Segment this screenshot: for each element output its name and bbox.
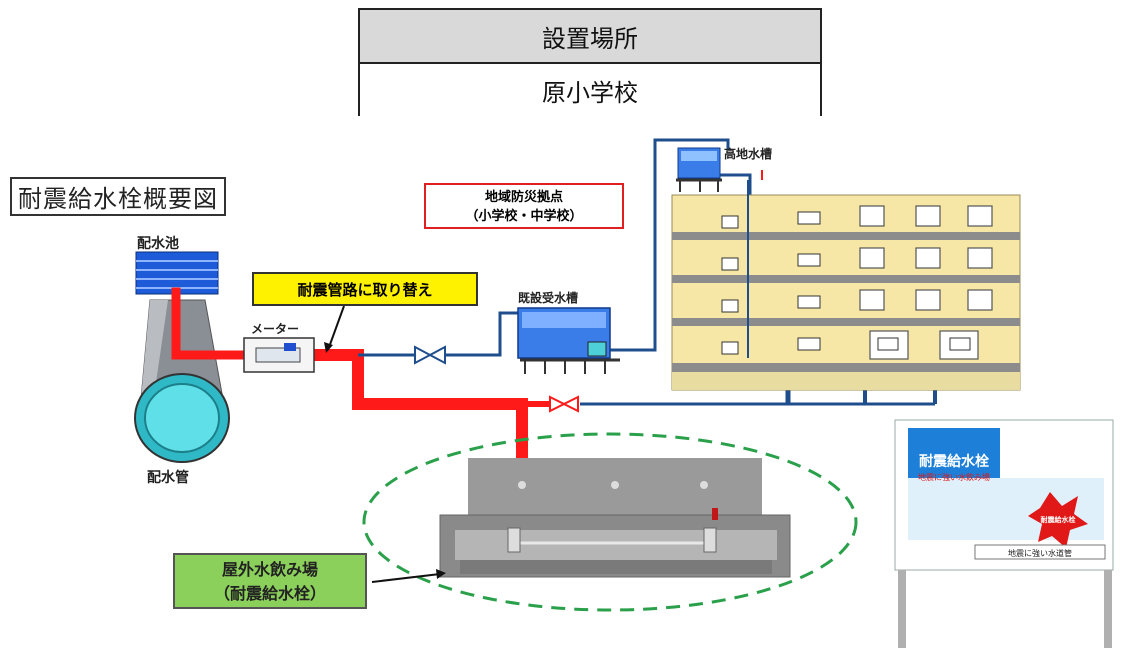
fountain-highlight-ellipse — [362, 432, 858, 612]
fountain-arrow — [371, 573, 441, 583]
sign-board — [894, 419, 1114, 648]
sign-badge: 耐震給水栓 — [1041, 515, 1076, 524]
fountain-line1: 屋外水飲み場 — [221, 560, 318, 579]
drinking-fountain-icon — [439, 458, 791, 578]
replace-pipe-label: 耐震管路に取り替え — [252, 272, 478, 306]
location-value: 原小学校 — [360, 64, 820, 116]
outdoor-fountain-label: 屋外水飲み場 （耐震給水栓） — [173, 553, 367, 609]
red-valve-icon — [549, 395, 579, 413]
sign-footer: 地震に強い水道管 — [1008, 548, 1072, 558]
receiving-tank-icon — [517, 307, 620, 374]
disaster-base-line1: 地域防災拠点 — [484, 190, 563, 205]
elevated-tank-icon — [676, 147, 763, 192]
school-building — [671, 180, 1021, 391]
sign-title: 耐震給水栓 — [919, 453, 989, 470]
reservoir-label: 配水池 — [137, 235, 179, 252]
pipe-label: 配水管 — [147, 469, 189, 486]
blue-valve-icon — [414, 345, 446, 365]
location-table: 設置場所 原小学校 — [358, 8, 822, 116]
seismic-pipe — [171, 287, 553, 461]
location-header: 設置場所 — [360, 10, 820, 64]
meter-icon — [243, 337, 315, 373]
reservoir-icon — [135, 251, 219, 295]
meter-label: メーター — [251, 322, 299, 336]
distribution-pipe-icon — [134, 299, 230, 463]
replace-arrow — [327, 305, 345, 351]
receiving-tank-label: 既設受水槽 — [518, 290, 578, 305]
disaster-base-label: 地域防災拠点 （小学校・中学校） — [424, 183, 624, 229]
fountain-line2: （耐震給水栓） — [213, 584, 326, 603]
elevated-tank-label: 高地水槽 — [724, 146, 772, 161]
diagram-title: 耐震給水栓概要図 — [10, 177, 226, 216]
disaster-base-line2: （小学校・中学校） — [465, 209, 583, 224]
sign-subtitle: 地震に強い水飲み場 — [918, 472, 990, 482]
